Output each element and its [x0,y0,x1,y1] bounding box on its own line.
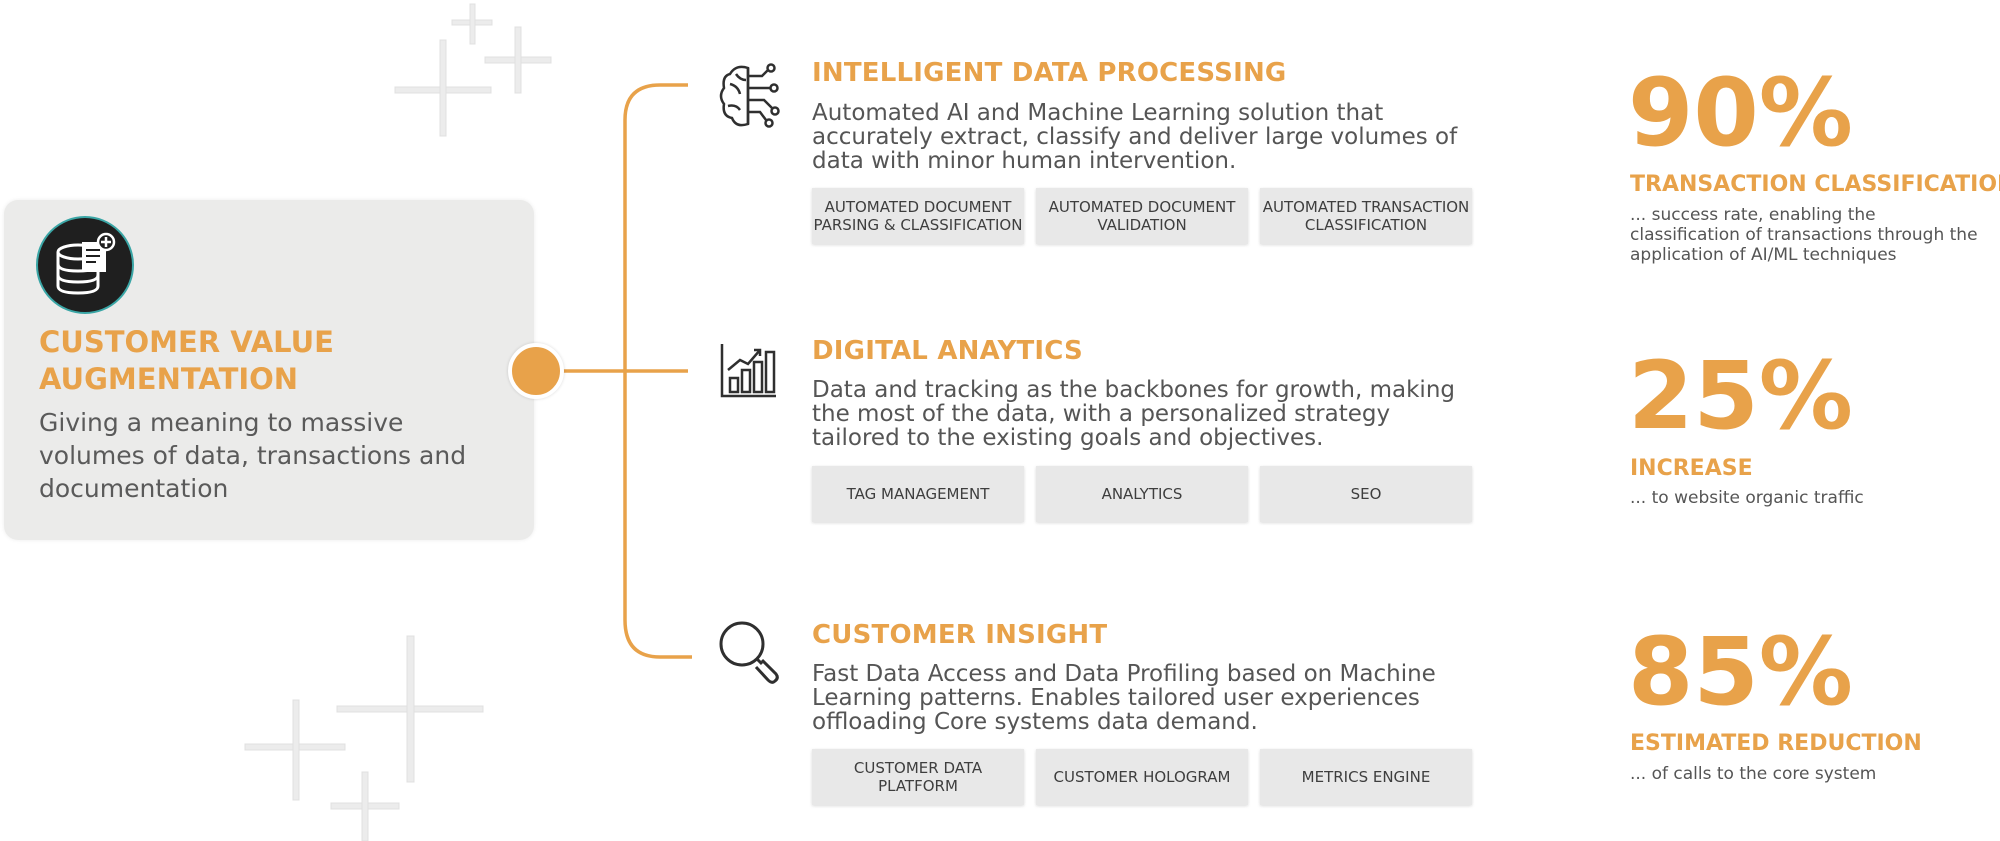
stat-label: ESTIMATED REDUCTION [1630,731,1922,756]
section-description: Data and tracking as the backbones for g… [812,377,1455,451]
tag-group: TAG MANAGEMENT ANALYTICS SEO [812,466,1472,522]
section-description: Automated AI and Machine Learning soluti… [812,100,1458,174]
main-card: CUSTOMER VALUE AUGMENTATION Giving a mea… [4,200,534,540]
section-description: Fast Data Access and Data Profiling base… [812,661,1436,735]
tag-group: AUTOMATED DOCUMENT PARSING & CLASSIFICAT… [812,188,1472,244]
stat-value: 85% [1628,618,1853,727]
section-title: INTELLIGENT DATA PROCESSING [812,58,1287,88]
bar-chart-growth-icon [720,344,776,398]
stat-description: ... of calls to the core system [1630,764,1877,784]
tag-customer-data-platform: CUSTOMER DATA PLATFORM [812,749,1024,805]
section-title: DIGITAL ANAYTICS [812,336,1083,366]
stat-value: 25% [1628,342,1853,451]
section-title: CUSTOMER INSIGHT [812,620,1108,650]
connector-bracket [623,83,692,659]
database-add-icon [36,216,134,314]
tag-customer-hologram: CUSTOMER HOLOGRAM [1036,749,1248,805]
main-card-title: CUSTOMER VALUE AUGMENTATION [39,325,334,396]
tag-automated-document-parsing: AUTOMATED DOCUMENT PARSING & CLASSIFICAT… [812,188,1024,244]
stat-label: TRANSACTION CLASSIFICATION [1630,172,2000,197]
tag-automated-document-validation: AUTOMATED DOCUMENT VALIDATION [1036,188,1248,244]
tag-tag-management: TAG MANAGEMENT [812,466,1024,522]
tag-group: CUSTOMER DATA PLATFORM CUSTOMER HOLOGRAM… [812,749,1472,805]
main-card-description: Giving a meaning to massive volumes of d… [39,408,467,503]
tag-metrics-engine: METRICS ENGINE [1260,749,1472,805]
hub-node [508,343,564,399]
brain-circuit-icon [719,63,780,128]
tag-automated-transaction-classification: AUTOMATED TRANSACTION CLASSIFICATION [1260,188,1472,244]
stat-description: ... success rate, enabling the classific… [1630,205,1978,265]
magnifier-icon [719,621,779,684]
stat-label: INCREASE [1630,456,1753,481]
tag-analytics: ANALYTICS [1036,466,1248,522]
stat-description: ... to website organic traffic [1630,488,1864,508]
stat-value: 90% [1628,59,1853,168]
tag-seo: SEO [1260,466,1472,522]
